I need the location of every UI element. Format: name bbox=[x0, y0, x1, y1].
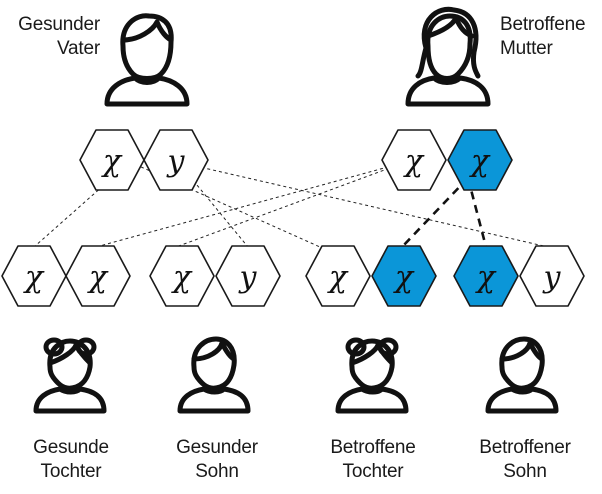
chromosome-letter: y bbox=[166, 144, 186, 179]
chromosome-letter: χ bbox=[171, 260, 193, 295]
mother-label-line2: Mutter bbox=[500, 38, 553, 59]
chromosome-hexagon bbox=[143, 129, 209, 191]
child-label-2-line2: Sohn bbox=[195, 461, 239, 482]
mother-affected-x-lines bbox=[401, 177, 488, 248]
child-label-2-line1: Gesunder bbox=[176, 437, 258, 458]
child-2-chromosome-y: y bbox=[215, 245, 281, 307]
child-4-chromosome-y: y bbox=[519, 245, 585, 307]
mother-label-line1: Betroffene bbox=[500, 14, 586, 35]
child-label-3-line2: Tochter bbox=[342, 461, 404, 482]
chromosome-hexagon bbox=[447, 129, 513, 191]
mother-chromosome-x-affected: χ bbox=[447, 129, 513, 191]
child-label-4: Betroffener Sohn bbox=[450, 436, 600, 484]
chromosome-layer: χ y χ χ χ χ χ y χ χ χ y bbox=[1, 129, 585, 307]
child-3-chromosome-x: χ bbox=[305, 245, 371, 307]
father-label: Gesunder Vater bbox=[4, 13, 100, 61]
child-label-3: Betroffene Tochter bbox=[298, 436, 448, 484]
child-label-4-line1: Betroffener bbox=[479, 437, 571, 458]
child-2-chromosome-x: χ bbox=[149, 245, 215, 307]
boy-icon bbox=[485, 336, 559, 414]
child-label-1: Gesunde Tochter bbox=[0, 436, 142, 484]
chromosome-hexagon bbox=[453, 245, 519, 307]
chromosome-hexagon bbox=[305, 245, 371, 307]
chromosome-letter: χ bbox=[87, 260, 109, 295]
child-label-2: Gesunder Sohn bbox=[146, 436, 288, 484]
chromosome-hexagon bbox=[65, 245, 131, 307]
child-1-chromosome-x: χ bbox=[1, 245, 67, 307]
chromosome-letter: χ bbox=[23, 260, 45, 295]
chromosome-letter: y bbox=[238, 260, 258, 295]
child-label-1-line2: Tochter bbox=[40, 461, 102, 482]
child-3-chromosome-x-affected: χ bbox=[371, 245, 437, 307]
child-label-4-line2: Sohn bbox=[503, 461, 547, 482]
chromosome-letter: y bbox=[542, 260, 562, 295]
chromosome-letter: χ bbox=[469, 144, 491, 179]
father-chromosome-y: y bbox=[143, 129, 209, 191]
chromosome-letter: χ bbox=[101, 144, 123, 179]
girl-icon bbox=[335, 337, 409, 414]
child-label-1-line1: Gesunde bbox=[33, 437, 109, 458]
boy-icon bbox=[177, 336, 251, 414]
chromosome-letter: χ bbox=[393, 260, 415, 295]
chromosome-hexagon bbox=[149, 245, 215, 307]
chromosome-hexagon bbox=[381, 129, 447, 191]
woman-icon bbox=[405, 6, 491, 107]
mother-healthy-x-lines bbox=[95, 161, 407, 248]
chromosome-hexagon bbox=[519, 245, 585, 307]
chromosome-letter: χ bbox=[327, 260, 349, 295]
child-4-chromosome-x-affected: χ bbox=[453, 245, 519, 307]
chromosome-hexagon bbox=[371, 245, 437, 307]
mother-label: Betroffene Mutter bbox=[500, 13, 600, 61]
chromosome-letter: χ bbox=[475, 260, 497, 295]
chromosome-letter: χ bbox=[403, 144, 425, 179]
child-label-3-line1: Betroffene bbox=[330, 437, 416, 458]
child-1-chromosome-x: χ bbox=[65, 245, 131, 307]
mother-chromosome-x: χ bbox=[381, 129, 447, 191]
girl-icon bbox=[33, 337, 107, 414]
father-label-line2: Vater bbox=[56, 38, 100, 59]
man-icon bbox=[104, 13, 190, 107]
chromosome-hexagon bbox=[215, 245, 281, 307]
father-label-line1: Gesunder bbox=[18, 14, 100, 35]
father-chromosome-x: χ bbox=[79, 129, 145, 191]
